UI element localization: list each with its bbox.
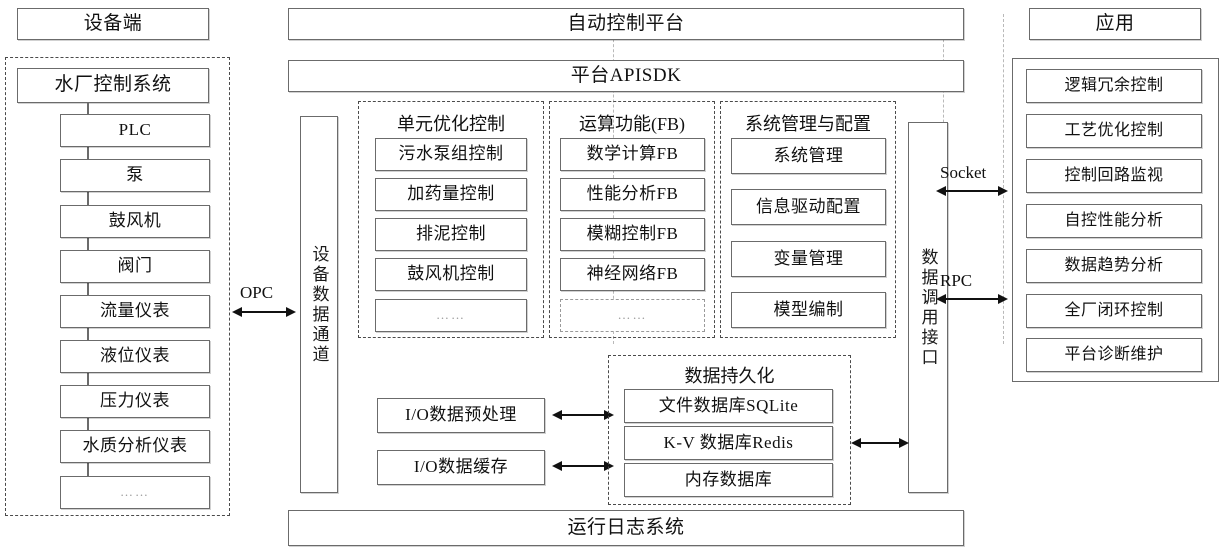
device-item-pressuremeter[interactable]: 压力仪表 bbox=[60, 385, 210, 418]
io-cache-arrow bbox=[552, 459, 614, 473]
persistence-to-interface-arrow bbox=[851, 436, 909, 450]
group-system-management-title: 系统管理与配置 bbox=[745, 114, 871, 134]
app-item-platform-diagnostics[interactable]: 平台诊断维护 bbox=[1026, 338, 1202, 372]
group-computation-fb-title: 运算功能(FB) bbox=[578, 114, 685, 134]
device-item-pump[interactable]: 泵 bbox=[60, 159, 210, 192]
persistence-title: 数据持久化 bbox=[684, 366, 775, 386]
device-side-header: 设备端 bbox=[17, 8, 209, 40]
app-item-process-optimization[interactable]: 工艺优化控制 bbox=[1026, 114, 1202, 148]
device-item-plc[interactable]: PLC bbox=[60, 114, 210, 147]
platform-apisdk-header: 平台APISDK bbox=[288, 60, 964, 92]
log-system-footer: 运行日志系统 bbox=[288, 510, 964, 546]
group3-item-variable-management[interactable]: 变量管理 bbox=[731, 241, 886, 277]
group2-item-fuzzy-fb[interactable]: 模糊控制FB bbox=[560, 218, 705, 251]
rpc-label: RPC bbox=[940, 271, 973, 290]
opc-arrow bbox=[232, 305, 296, 319]
group1-item-blower-control[interactable]: 鼓风机控制 bbox=[375, 258, 527, 291]
socket-arrow bbox=[936, 184, 1008, 198]
app-item-logic-redundancy[interactable]: 逻辑冗余控制 bbox=[1026, 69, 1202, 103]
io-preprocess-arrow bbox=[552, 408, 614, 422]
device-item-water-quality-analyzer[interactable]: 水质分析仪表 bbox=[60, 430, 210, 463]
device-item-valve[interactable]: 阀门 bbox=[60, 250, 210, 283]
opc-label: OPC bbox=[240, 283, 274, 302]
group1-item-sludge-control[interactable]: 排泥控制 bbox=[375, 218, 527, 251]
device-side-panel bbox=[5, 57, 230, 516]
background-guide-right bbox=[1003, 14, 1004, 344]
group3-item-system-management[interactable]: 系统管理 bbox=[731, 138, 886, 174]
socket-label: Socket bbox=[940, 163, 987, 182]
app-item-loop-monitoring[interactable]: 控制回路监视 bbox=[1026, 159, 1202, 193]
device-item-levelmeter[interactable]: 液位仪表 bbox=[60, 340, 210, 373]
group-unit-optimization-title: 单元优化控制 bbox=[397, 114, 505, 134]
io-cache-block[interactable]: I/O数据缓存 bbox=[377, 450, 545, 485]
persistence-item-sqlite[interactable]: 文件数据库SQLite bbox=[624, 389, 833, 423]
app-item-control-performance-analysis[interactable]: 自控性能分析 bbox=[1026, 204, 1202, 238]
persistence-item-redis[interactable]: K-V 数据库Redis bbox=[624, 426, 833, 460]
group1-item-dosing-control[interactable]: 加药量控制 bbox=[375, 178, 527, 211]
group2-item-math-fb[interactable]: 数学计算FB bbox=[560, 138, 705, 171]
device-root-box: 水厂控制系统 bbox=[17, 68, 209, 103]
application-header: 应用 bbox=[1029, 8, 1201, 40]
group-computation-fb-panel bbox=[549, 101, 715, 338]
group2-item-more[interactable]: …… bbox=[560, 299, 705, 332]
group1-item-sewage-pump-control[interactable]: 污水泵组控制 bbox=[375, 138, 527, 171]
persistence-panel bbox=[608, 355, 851, 505]
device-item-more[interactable]: …… bbox=[60, 476, 210, 509]
group2-item-performance-fb[interactable]: 性能分析FB bbox=[560, 178, 705, 211]
group1-item-more[interactable]: …… bbox=[375, 299, 527, 332]
device-data-channel[interactable]: 设备数据通道 bbox=[300, 116, 338, 493]
device-data-channel-label: 设备数据通道 bbox=[309, 244, 329, 365]
group2-item-neural-fb[interactable]: 神经网络FB bbox=[560, 258, 705, 291]
group-unit-optimization-panel bbox=[358, 101, 544, 338]
group-system-management-panel bbox=[720, 101, 896, 338]
device-item-flowmeter[interactable]: 流量仪表 bbox=[60, 295, 210, 328]
app-item-data-trend-analysis[interactable]: 数据趋势分析 bbox=[1026, 249, 1202, 283]
device-item-blower[interactable]: 鼓风机 bbox=[60, 205, 210, 238]
data-call-interface-label: 数据调用接口 bbox=[918, 247, 938, 368]
rpc-arrow bbox=[936, 292, 1008, 306]
group3-item-model-authoring[interactable]: 模型编制 bbox=[731, 292, 886, 328]
persistence-item-memory-db[interactable]: 内存数据库 bbox=[624, 463, 833, 497]
app-item-plantwide-closed-loop[interactable]: 全厂闭环控制 bbox=[1026, 294, 1202, 328]
device-tree-trunk bbox=[87, 103, 89, 479]
io-preprocess-block[interactable]: I/O数据预处理 bbox=[377, 398, 545, 433]
group3-item-driver-config[interactable]: 信息驱动配置 bbox=[731, 189, 886, 225]
platform-header: 自动控制平台 bbox=[288, 8, 964, 40]
data-call-interface[interactable]: 数据调用接口 bbox=[908, 122, 948, 493]
